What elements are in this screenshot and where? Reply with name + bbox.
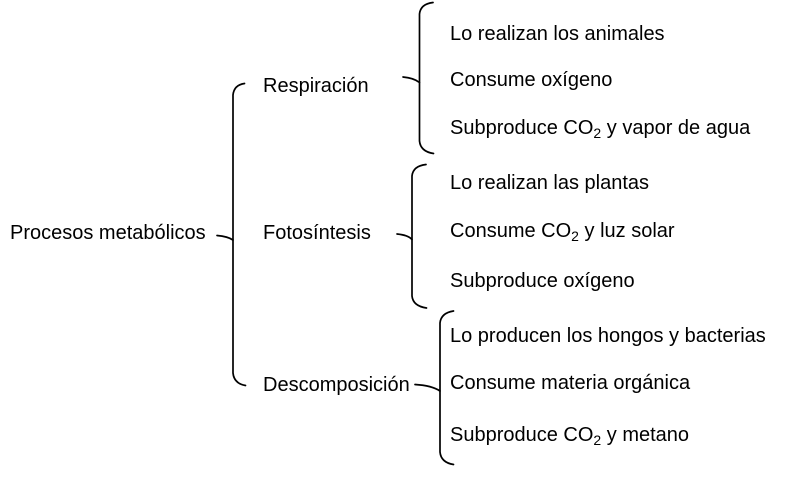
leaf-item: Subproduce oxígeno [450, 269, 635, 293]
branch-label-fotosintesis: Fotosíntesis [263, 222, 371, 244]
leaf-text: Consume CO [450, 220, 572, 242]
leaf-text: Lo realizan las plantas [450, 172, 650, 194]
leaf-item: Subproduce CO2 y metano [450, 423, 689, 447]
leaf-item: Lo realizan las plantas [450, 171, 649, 195]
subscript-2: 2 [571, 228, 579, 244]
leaf-text: Consume materia orgánica [450, 372, 691, 394]
descomposicion-brace [439, 310, 455, 466]
leaf-item: Lo producen los hongos y bacterias [450, 324, 766, 348]
leaf-text: y metano [601, 424, 690, 446]
subscript-2: 2 [593, 125, 602, 141]
main-brace-tick [216, 234, 234, 241]
leaf-text: y vapor de agua [601, 117, 751, 139]
respiracion-brace-tick [402, 76, 421, 84]
leaf-text: Subproduce CO [450, 117, 594, 139]
leaf-text: Consume oxígeno [450, 69, 613, 91]
branch-label-respiracion: Respiración [263, 75, 369, 97]
root-label: Procesos metabólicos [10, 222, 206, 244]
leaf-item: Lo realizan los animales [450, 22, 665, 46]
leaf-item: Consume materia orgánica [450, 371, 690, 395]
branch-label-descomposicion: Descomposición [263, 374, 410, 396]
descomposicion-brace-tick [414, 383, 441, 392]
fotosintesis-brace [411, 163, 428, 309]
leaf-text: y luz solar [578, 220, 675, 242]
leaf-item: Subproduce CO2 y vapor de agua [450, 116, 750, 140]
subscript-2: 2 [593, 432, 602, 448]
leaf-text: Lo realizan los animales [450, 23, 665, 45]
respiracion-brace [418, 1, 435, 155]
main-brace [232, 82, 247, 387]
leaf-text: Subproduce CO [450, 424, 594, 446]
leaf-text: Lo producen los hongos y bacterias [450, 325, 766, 347]
leaf-text: Subproduce oxígeno [450, 270, 635, 292]
leaf-item: Consume CO2 y luz solar [450, 219, 675, 243]
fotosintesis-brace-tick [396, 233, 413, 241]
leaf-item: Consume oxígeno [450, 68, 612, 92]
